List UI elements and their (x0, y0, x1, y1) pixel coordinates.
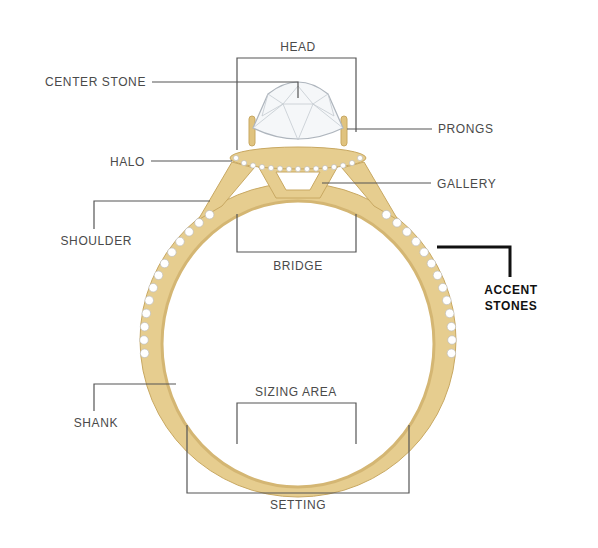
shoulder-left (198, 162, 254, 220)
prong (249, 116, 255, 146)
shoulder-right (342, 162, 398, 220)
head-bracket (237, 58, 356, 150)
part-label: HEAD (280, 40, 316, 54)
setting-bracket (187, 425, 409, 493)
highlight-label: ACCENT STONES (479, 282, 543, 314)
part-label: SHOULDER (61, 234, 132, 248)
part-label: SHANK (74, 416, 118, 430)
part-label: SIZING AREA (255, 385, 337, 399)
gallery-opening (276, 172, 320, 190)
accent-stones (140, 210, 457, 357)
center-stone-leader (152, 82, 298, 98)
halo-stones (233, 155, 362, 171)
halo-leader (151, 160, 232, 161)
bridge-bracket (237, 214, 356, 252)
part-label: PRONGS (438, 122, 494, 136)
shank-leader (94, 384, 176, 411)
gallery-leader (322, 182, 431, 183)
prong (341, 116, 347, 146)
sizing-area-bracket (237, 403, 356, 444)
ring-band (140, 183, 456, 497)
ring-inner-shade (162, 201, 434, 487)
part-label: BRIDGE (273, 259, 323, 273)
gallery-basket (258, 166, 338, 198)
leader-lines (94, 58, 432, 493)
prongs-leader (347, 128, 432, 129)
halo-ring (230, 147, 366, 169)
part-label: GALLERY (437, 177, 496, 191)
part-label: CENTER STONE (45, 75, 146, 89)
part-label: HALO (110, 155, 145, 169)
shoulder-leader (94, 201, 210, 229)
part-label: SETTING (270, 498, 326, 512)
accent-stones-bracket (437, 247, 510, 277)
